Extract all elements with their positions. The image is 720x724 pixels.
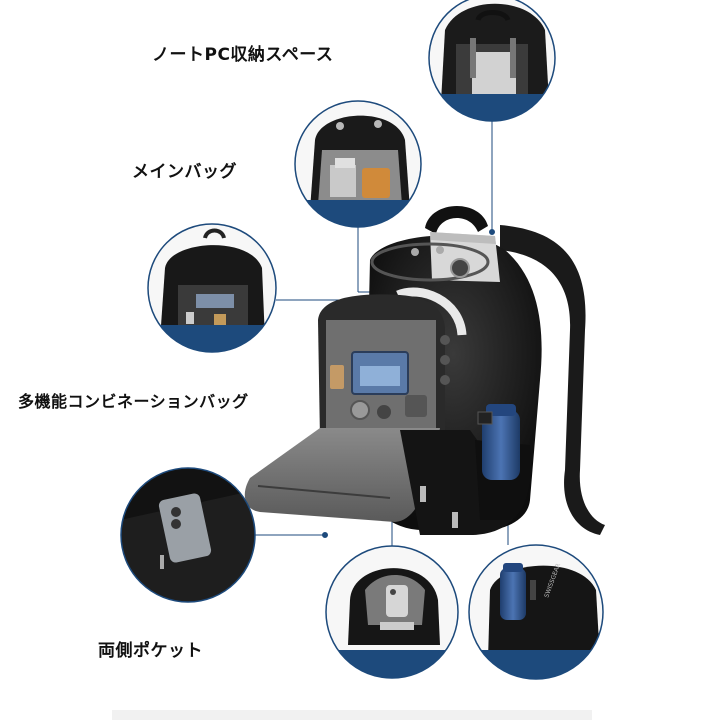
pc-space-label: ノートPC収納スペース <box>152 45 334 65</box>
front-pocket-phone-detail <box>325 545 459 679</box>
side-pocket-phone-detail <box>120 467 256 603</box>
main-compartment-detail <box>294 100 422 228</box>
side-pocket-bottle-detail: SWISSGEAR <box>468 544 604 680</box>
side-pocket-label: 両側ポケット <box>98 641 203 661</box>
bottom-strip <box>112 710 592 720</box>
laptop-compartment-detail <box>428 0 556 122</box>
main-bag-label: メインバッグ <box>132 162 237 182</box>
multi-compartment-label: 多機能コンビネーションバッグ <box>18 392 249 411</box>
organizer-compartment-detail <box>147 223 277 353</box>
backpack-main <box>244 205 605 535</box>
